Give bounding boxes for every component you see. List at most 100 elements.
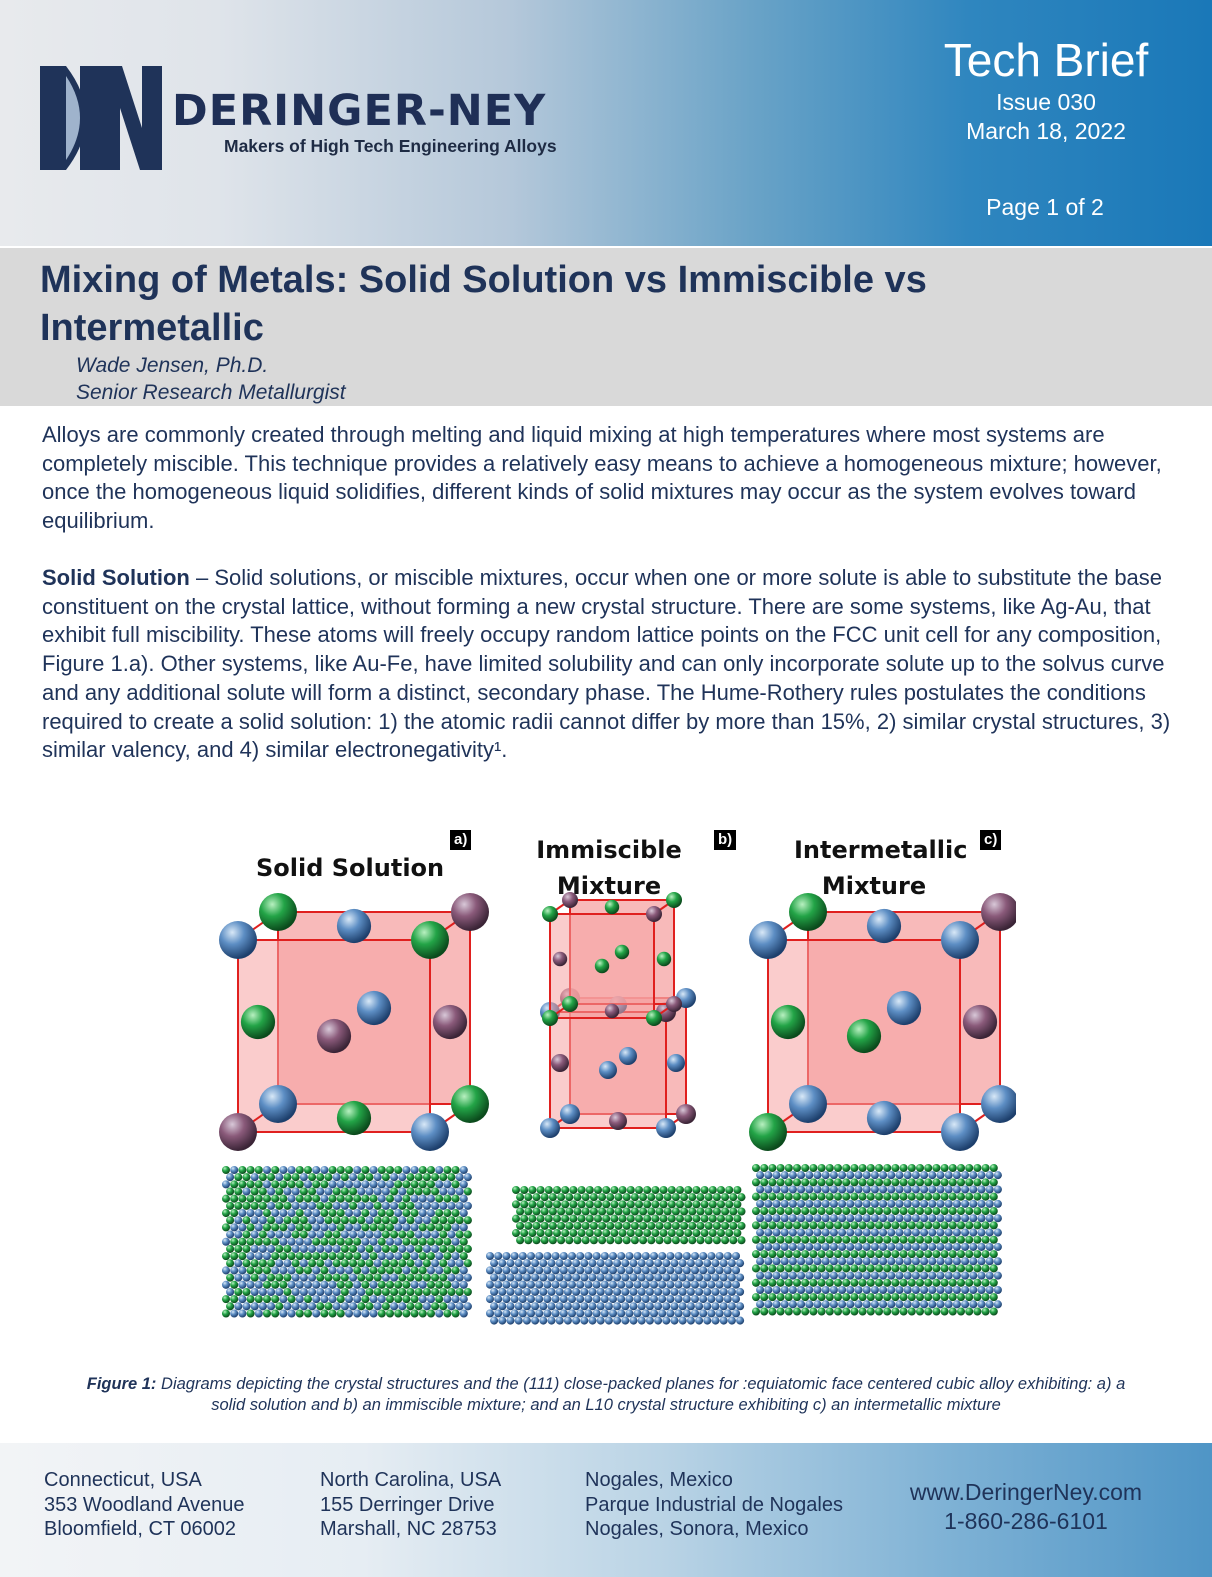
plane-atom [833, 1307, 843, 1316]
plane-atom [361, 1194, 370, 1203]
plane-atom [349, 1244, 358, 1253]
plane-atom [850, 1264, 859, 1273]
plane-atom [788, 1199, 797, 1208]
plane-atom [535, 1309, 544, 1318]
plane-atom [418, 1209, 427, 1218]
plane-atom [936, 1228, 945, 1237]
plane-atom [580, 1302, 589, 1311]
plane-atom [295, 1237, 304, 1246]
plane-atom [258, 1201, 267, 1210]
plane-atom [536, 1200, 545, 1209]
plane-atom [858, 1221, 867, 1230]
website-link[interactable]: www.DeringerNey.com [909, 1479, 1143, 1505]
plane-atom [723, 1295, 732, 1304]
plane-atom [485, 1266, 495, 1275]
plane-atom [287, 1223, 296, 1232]
plane-atom [977, 1171, 986, 1180]
caption-lead: Figure 1: [86, 1375, 157, 1393]
plane-atom [279, 1266, 288, 1275]
plane-atom [246, 1194, 255, 1203]
plane-atom [961, 1214, 970, 1223]
plane-atom [891, 1163, 900, 1173]
plane-atom [463, 1302, 472, 1311]
plane-atom [721, 1236, 730, 1245]
plane-atom [431, 1259, 440, 1268]
plane-atom [663, 1236, 672, 1245]
plane-atom [940, 1278, 949, 1287]
plane-atom [340, 1273, 349, 1282]
plane-atom [455, 1273, 464, 1282]
panel-c-tag: c) [980, 830, 1002, 850]
plane-atom [230, 1180, 239, 1189]
plane-atom [842, 1264, 851, 1273]
plane-atom [920, 1285, 929, 1294]
plane-atom [801, 1235, 810, 1244]
plane-atom [230, 1309, 239, 1318]
plane-atom [308, 1259, 317, 1268]
plane-atom [879, 1185, 888, 1194]
plane-atom [641, 1251, 650, 1261]
plane-atom [981, 1250, 990, 1259]
plane-atom [336, 1180, 345, 1189]
plane-atom [690, 1309, 700, 1318]
plane-atom [576, 1251, 585, 1261]
plane-atom [936, 1300, 945, 1309]
plane-atom [283, 1187, 292, 1196]
plane-atom [581, 1221, 590, 1230]
plane-atom [328, 1295, 337, 1304]
plane-atom [459, 1223, 468, 1232]
plane-atom [349, 1187, 358, 1196]
plane-atom [267, 1302, 276, 1311]
plane-atom [920, 1242, 929, 1251]
plane-atom [699, 1266, 708, 1275]
plane-atom [780, 1257, 789, 1266]
plane-atom [402, 1266, 411, 1275]
plane-atom [833, 1178, 843, 1187]
plane-atom [825, 1221, 834, 1230]
plane-atom [952, 1214, 961, 1223]
plane-atom [328, 1252, 337, 1261]
atom [356, 990, 392, 1026]
plane-atom [567, 1295, 577, 1304]
plane-atom [699, 1295, 708, 1304]
plane-atom [792, 1192, 802, 1201]
plane-atom [977, 1214, 986, 1223]
plane-atom [707, 1309, 716, 1318]
plane-atom [447, 1216, 456, 1225]
plane-atom [250, 1259, 259, 1268]
plane-atom [686, 1316, 695, 1325]
plane-atom [431, 1201, 440, 1210]
plane-atom [965, 1221, 974, 1230]
plane-atom [696, 1236, 705, 1245]
plane-atom [365, 1187, 374, 1196]
plane-atom [402, 1252, 411, 1261]
atom [594, 958, 610, 974]
plane-atom [928, 1242, 937, 1251]
plane-atom [230, 1266, 239, 1275]
plane-atom [985, 1185, 994, 1194]
plane-atom [920, 1300, 929, 1309]
plane-atom [940, 1235, 949, 1244]
plane-atom [600, 1295, 609, 1304]
plane-atom [502, 1309, 511, 1318]
plane-atom [447, 1173, 456, 1182]
plane-atom [254, 1309, 263, 1318]
plane-atom [390, 1173, 399, 1182]
plane-atom [262, 1280, 272, 1289]
atom [666, 996, 682, 1012]
plane-atom [688, 1193, 697, 1202]
plane-atom [262, 1223, 272, 1232]
plane-atom [588, 1316, 597, 1325]
plane-atom [435, 1194, 444, 1203]
plane-atom [287, 1194, 296, 1203]
plane-atom [645, 1259, 654, 1268]
plane-atom [592, 1251, 601, 1261]
atom [560, 1104, 580, 1124]
plane-atom [279, 1295, 288, 1304]
plane-atom [940, 1307, 949, 1316]
atom [316, 1018, 352, 1054]
plane-atom [463, 1187, 472, 1196]
plane-atom [729, 1236, 738, 1245]
plane-atom [561, 1200, 570, 1209]
plane-atom [230, 1194, 239, 1203]
